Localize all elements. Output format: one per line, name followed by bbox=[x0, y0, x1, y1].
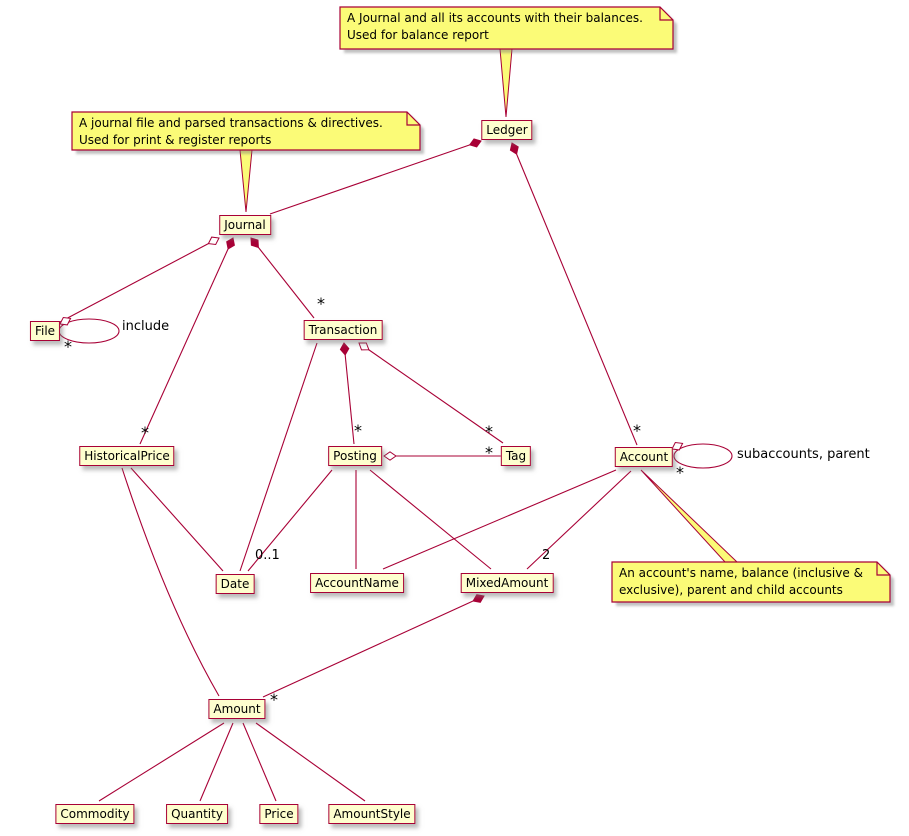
edge-amount-quantity bbox=[199, 722, 234, 802]
note-fold-ledger-note bbox=[659, 7, 673, 21]
note-text-journal-note: A journal file and parsed transactions &… bbox=[79, 115, 383, 149]
edge-journal-historicalprice bbox=[139, 237, 234, 445]
note-ledger-note bbox=[339, 6, 674, 50]
aggregation-diamond-file-include bbox=[59, 316, 72, 326]
edge-historicalprice-date bbox=[130, 467, 224, 572]
aggregation-diamond-transaction-tag bbox=[358, 342, 370, 351]
note-account-note bbox=[611, 561, 891, 603]
edge-amount-price bbox=[242, 722, 277, 802]
note-journal-note bbox=[71, 111, 421, 151]
note-line: Used for print & register reports bbox=[79, 133, 272, 147]
aggregation-diamond-journal-file bbox=[207, 236, 220, 246]
mult-mixedamount-amount-label: * bbox=[270, 690, 278, 709]
aggregation-diamond-account-subaccounts bbox=[671, 441, 684, 451]
edge-journal-file bbox=[59, 237, 220, 323]
class-quantity: Quantity bbox=[166, 804, 228, 824]
class-accountname: AccountName bbox=[310, 573, 404, 593]
edge-ledger-account bbox=[511, 142, 638, 446]
class-historicalprice: HistoricalPrice bbox=[79, 446, 175, 466]
class-date: Date bbox=[215, 574, 255, 594]
edge-transaction-posting bbox=[343, 342, 355, 445]
edge-amount-amountstyle bbox=[255, 722, 366, 802]
class-transaction: Transaction bbox=[303, 320, 383, 340]
composition-diamond-ledger-account bbox=[509, 142, 519, 155]
edge-historicalprice-amount bbox=[121, 467, 220, 697]
note-line: A journal file and parsed transactions &… bbox=[79, 116, 383, 130]
edge-posting-date bbox=[247, 469, 333, 572]
aggregation-diamond-posting-tag bbox=[383, 451, 397, 461]
note-line: Used for balance report bbox=[347, 28, 489, 42]
mult-journal-historicalprice-label: * bbox=[141, 423, 149, 442]
class-account: Account bbox=[614, 447, 674, 467]
mult-journal-transaction-label: * bbox=[317, 294, 325, 313]
mult-posting-tag-label: * bbox=[485, 443, 493, 462]
class-ledger: Ledger bbox=[481, 120, 533, 140]
note-connector-ledger-note bbox=[499, 48, 513, 118]
composition-diamond-mixedamount-amount bbox=[472, 594, 485, 603]
label-file-include-label: include bbox=[122, 319, 170, 334]
class-amountstyle: AmountStyle bbox=[328, 804, 416, 824]
class-price: Price bbox=[259, 804, 299, 824]
edge-amount-commodity bbox=[98, 722, 225, 802]
label-account-subaccounts-label: subaccounts, parent bbox=[737, 447, 870, 462]
note-line: exclusive), parent and child accounts bbox=[619, 583, 843, 597]
note-text-ledger-note: A Journal and all its accounts with thei… bbox=[347, 10, 643, 44]
mult-transaction-posting-label: * bbox=[354, 421, 362, 440]
self-loop-account-subaccounts bbox=[673, 443, 733, 469]
class-tag: Tag bbox=[500, 446, 532, 466]
class-journal: Journal bbox=[219, 215, 271, 235]
mult-posting-date-label: 0..1 bbox=[255, 548, 280, 563]
note-fold-journal-note bbox=[406, 112, 420, 126]
edge-mixedamount-amount bbox=[262, 595, 485, 698]
note-line: An account's name, balance (inclusive & bbox=[619, 566, 863, 580]
note-text-account-note: An account's name, balance (inclusive & e… bbox=[619, 565, 863, 599]
composition-diamond-journal-historicalprice bbox=[226, 237, 235, 250]
class-commodity: Commodity bbox=[55, 804, 135, 824]
edge-account-accountname bbox=[382, 469, 617, 570]
composition-diamond-journal-transaction bbox=[250, 237, 259, 249]
note-fold-account-note bbox=[876, 562, 890, 576]
edge-account-mixedamount bbox=[526, 470, 632, 570]
composition-diamond-transaction-posting bbox=[339, 342, 350, 356]
class-mixedamount: MixedAmount bbox=[460, 573, 554, 593]
mult-transaction-tag-label: * bbox=[485, 422, 493, 441]
edge-transaction-date bbox=[239, 342, 318, 572]
mult-account-mixedamount-label: 2 bbox=[542, 548, 551, 563]
class-posting: Posting bbox=[328, 446, 382, 466]
edge-journal-transaction bbox=[250, 237, 315, 319]
note-connector-journal-note bbox=[239, 149, 253, 213]
edge-posting-mixedamount bbox=[369, 469, 492, 570]
composition-diamond-ledger-journal bbox=[468, 138, 482, 148]
class-file: File bbox=[29, 321, 61, 341]
mult-account-subaccounts-label: * bbox=[676, 463, 684, 482]
note-connector-account-note bbox=[640, 469, 739, 563]
mult-ledger-account-label: * bbox=[633, 421, 641, 440]
mult-file-include-label: * bbox=[64, 337, 72, 356]
class-amount: Amount bbox=[208, 699, 266, 719]
note-line: A Journal and all its accounts with thei… bbox=[347, 11, 643, 25]
edge-ledger-journal bbox=[269, 140, 482, 215]
edge-transaction-tag bbox=[358, 342, 504, 444]
